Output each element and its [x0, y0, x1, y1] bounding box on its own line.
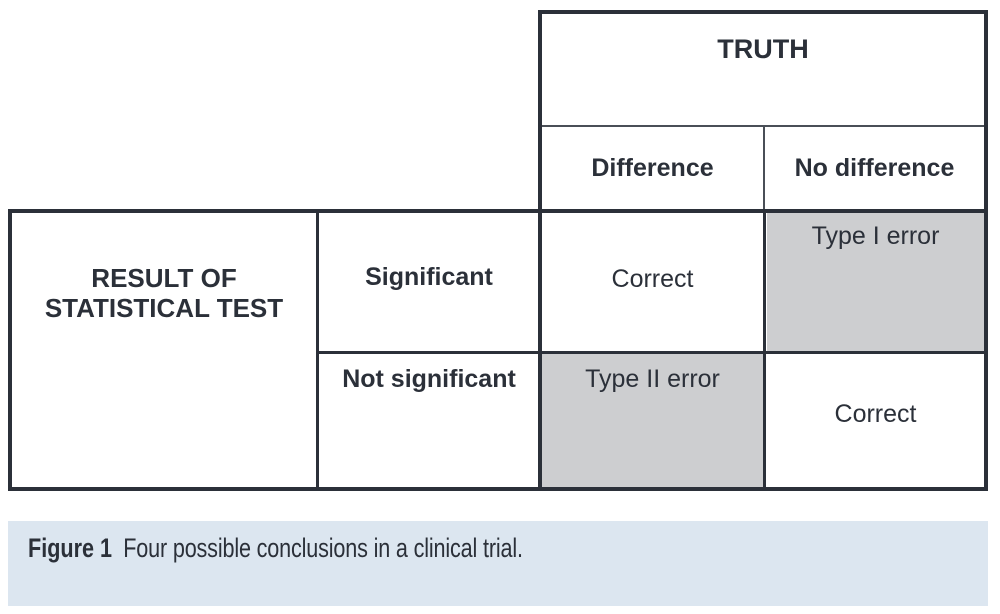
row-group-label-result-of-statistical-test: RESULT OF STATISTICAL TEST [44, 263, 284, 324]
table-divider-vertical-3 [763, 213, 766, 487]
truth-header-underline [542, 125, 984, 127]
row-header-significant: Significant [365, 263, 493, 291]
column-header-divider [763, 127, 765, 209]
table-cell-significant-no-difference: Type I error [811, 222, 940, 250]
table-divider-horizontal-1 [316, 351, 984, 354]
table-divider-vertical-2 [538, 213, 542, 487]
table-cell-not-significant-no-difference: Correct [834, 400, 917, 428]
table-divider-vertical-1 [316, 213, 319, 487]
caption-body-text: Four possible conclusions in a clinical … [123, 533, 523, 563]
caption-label: Figure 1 [28, 533, 113, 563]
row-header-not-significant: Not significant [342, 365, 516, 393]
caption-band [8, 521, 988, 606]
table-cell-significant-difference: Correct [611, 265, 694, 293]
figure-caption: Figure 1 Four possible conclusions in a c… [28, 533, 523, 564]
shaded-cell-type-2-error [542, 354, 763, 487]
column-header-difference: Difference [591, 153, 714, 182]
column-header-no-difference: No difference [794, 153, 955, 182]
truth-header-label: TRUTH [717, 34, 809, 64]
table-cell-not-significant-difference: Type II error [585, 365, 720, 393]
shaded-cell-type-1-error [767, 213, 984, 352]
